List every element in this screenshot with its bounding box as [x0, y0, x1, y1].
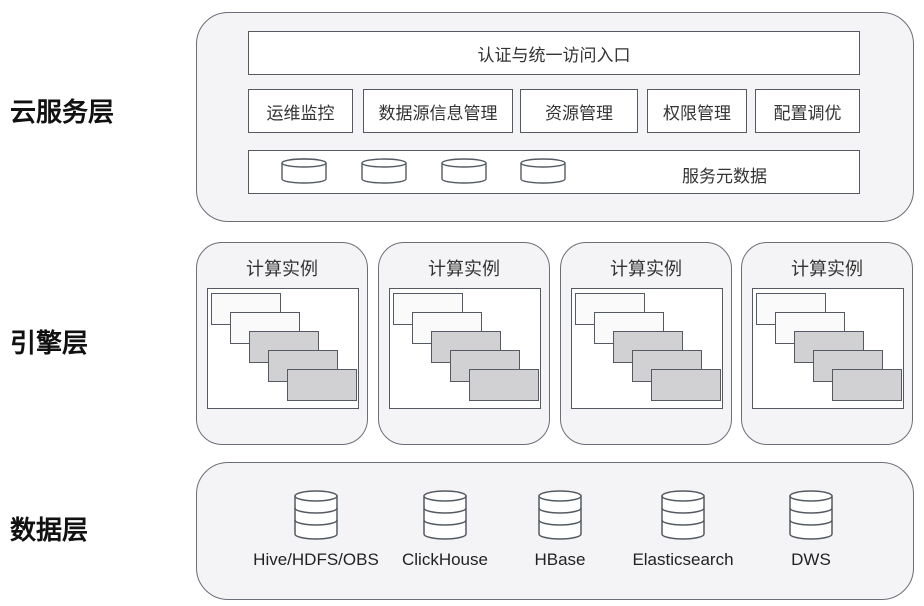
metadata-db-icon — [441, 158, 487, 184]
data-source-dws: DWS — [741, 490, 881, 570]
compute-instance-title: 计算实例 — [428, 259, 500, 280]
module-label: 数据源信息管理 — [378, 103, 498, 124]
module-config-tuning: 配置调优 — [755, 89, 860, 133]
module-resource-mgmt: 资源管理 — [520, 89, 638, 133]
compute-instance-3: 计算实例 — [560, 242, 732, 445]
metadata-label: 服务元数据 — [682, 167, 767, 187]
module-ops-monitor: 运维监控 — [248, 89, 353, 133]
metadata-db-icon — [281, 158, 327, 184]
module-permission-mgmt: 权限管理 — [647, 89, 747, 133]
compute-instance-title: 计算实例 — [610, 259, 682, 280]
compute-instance-2: 计算实例 — [378, 242, 550, 445]
layer-label-data: 数据层 — [10, 516, 89, 546]
compute-instance-4: 计算实例 — [741, 242, 913, 445]
task-card — [287, 369, 357, 401]
auth-entry-box: 认证与统一访问入口 — [248, 31, 860, 75]
instance-frame — [389, 288, 541, 409]
task-card — [651, 369, 721, 401]
task-card — [469, 369, 539, 401]
task-card — [832, 369, 902, 401]
database-icon — [789, 490, 833, 540]
metadata-db-icon — [520, 158, 566, 184]
compute-instance-title: 计算实例 — [246, 259, 318, 280]
data-source-label: DWS — [791, 550, 831, 569]
data-source-clickhouse: ClickHouse — [375, 490, 515, 570]
data-source-label: HBase — [534, 550, 586, 569]
data-source-hive: Hive/HDFS/OBS — [246, 490, 386, 570]
database-icon — [661, 490, 705, 540]
data-source-label: ClickHouse — [402, 550, 488, 569]
database-icon — [294, 490, 338, 540]
compute-instance-title: 计算实例 — [791, 259, 863, 280]
data-source-hbase: HBase — [490, 490, 630, 570]
data-source-elasticsearch: Elasticsearch — [613, 490, 753, 570]
database-icon — [538, 490, 582, 540]
instance-frame — [571, 288, 723, 409]
module-label: 配置调优 — [773, 103, 842, 124]
compute-instance-1: 计算实例 — [196, 242, 368, 445]
data-source-label: Elasticsearch — [632, 550, 734, 569]
module-label: 资源管理 — [545, 103, 613, 124]
module-datasource-info: 数据源信息管理 — [363, 89, 513, 133]
database-icon — [423, 490, 467, 540]
layer-label-cloud: 云服务层 — [10, 98, 115, 128]
data-source-label: Hive/HDFS/OBS — [253, 550, 379, 569]
auth-entry-label: 认证与统一访问入口 — [477, 45, 631, 66]
instance-frame — [752, 288, 904, 409]
module-label: 权限管理 — [663, 103, 731, 124]
instance-frame — [207, 288, 359, 409]
metadata-db-icon — [361, 158, 407, 184]
layer-label-engine: 引擎层 — [10, 329, 89, 359]
module-label: 运维监控 — [266, 103, 335, 124]
